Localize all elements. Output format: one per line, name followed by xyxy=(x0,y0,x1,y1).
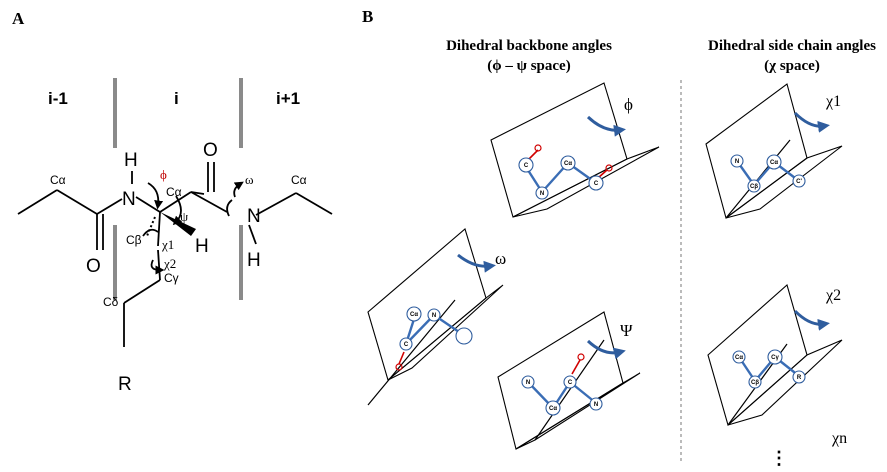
psi-label: Ψ xyxy=(620,321,633,340)
atom-r: R xyxy=(118,374,132,395)
atom-o-top: O xyxy=(203,140,218,161)
sidechain-heading-line1: Dihedral side chain angles xyxy=(708,38,876,54)
angle-phi: ϕ xyxy=(160,167,167,182)
backbone-heading-line1: Dihedral backbone angles xyxy=(446,38,612,54)
chi1-arc xyxy=(142,228,159,237)
atom-ca-center: Cα xyxy=(166,185,182,199)
svg-text:N: N xyxy=(540,191,544,197)
psi-arc xyxy=(172,195,183,226)
panel-b-label: B xyxy=(362,7,373,26)
psi-dihedral-plane: N Cα C N xyxy=(497,311,641,450)
atom-h-bottom: H xyxy=(247,250,261,271)
svg-text:Cβ: Cβ xyxy=(750,184,758,190)
wedge-bond xyxy=(160,212,196,236)
sidechain-heading-line2: (χ space) xyxy=(764,58,820,74)
angle-chi1: χ1 xyxy=(161,237,174,252)
angle-chi2: χ2 xyxy=(163,256,176,271)
svg-text:Cα: Cα xyxy=(564,161,572,167)
region-label-i: i xyxy=(174,89,179,108)
phi-dihedral-plane: C N Cα C xyxy=(490,82,660,218)
svg-text:C': C' xyxy=(796,179,802,185)
svg-text:C: C xyxy=(568,380,573,386)
ellipsis: ⋮ xyxy=(770,448,788,468)
omega-dihedral-plane: Cα C N xyxy=(367,228,504,406)
chi2-label: χ2 xyxy=(825,287,841,304)
svg-text:Cα: Cα xyxy=(770,160,778,166)
svg-text:Cα: Cα xyxy=(549,406,557,412)
chi1-dihedral-plane: N Cβ Cα C' xyxy=(705,83,843,219)
svg-text:N: N xyxy=(735,159,739,165)
svg-text:C: C xyxy=(594,181,599,187)
phi-arc xyxy=(147,182,164,210)
backbone-bonds xyxy=(17,162,333,347)
panel-b: B Dihedral backbone angles (ϕ – ψ space)… xyxy=(362,7,876,468)
svg-text:Cβ: Cβ xyxy=(751,380,759,386)
svg-text:Cα: Cα xyxy=(735,355,743,361)
svg-text:R: R xyxy=(797,375,802,381)
angle-psi: ψ xyxy=(180,209,188,224)
svg-text:C: C xyxy=(404,342,409,348)
chi2-dihedral-plane: Cα Cβ Cγ R xyxy=(707,284,843,426)
atom-h-top: H xyxy=(124,150,138,171)
svg-text:C: C xyxy=(524,163,529,169)
chi1-label-text: χ1 xyxy=(825,93,841,110)
omega-arc xyxy=(233,181,244,198)
angle-omega: ω xyxy=(245,172,254,187)
chi1-label: χ1 xyxy=(825,93,841,110)
hashed-bond xyxy=(146,216,156,237)
omega-label: ω xyxy=(495,249,506,268)
svg-text:N: N xyxy=(526,380,530,386)
svg-text:Cα: Cα xyxy=(410,312,418,318)
chin-label: χn xyxy=(831,430,847,447)
omega-paren xyxy=(226,199,233,217)
atom-cb: Cβ xyxy=(126,233,142,247)
atom-ca-left: Cα xyxy=(50,173,66,187)
chi2-label-text: χ2 xyxy=(825,287,841,304)
atom-cd: Cδ xyxy=(103,295,119,309)
atom-cg: Cγ xyxy=(164,271,179,285)
svg-text:N: N xyxy=(432,313,436,319)
atom-n-left: N xyxy=(122,189,136,210)
panel-a: A i-1 i i+1 xyxy=(12,9,333,395)
svg-text:Cγ: Cγ xyxy=(771,355,779,361)
region-label-i-minus-1: i-1 xyxy=(48,89,68,108)
phi-label: ϕ xyxy=(624,95,633,114)
panel-a-label: A xyxy=(12,9,25,28)
atom-h-center: H xyxy=(195,236,209,257)
region-label-i-plus-1: i+1 xyxy=(276,89,300,108)
atom-n-right: N xyxy=(247,206,261,227)
atom-ca-right: Cα xyxy=(291,173,307,187)
atom-o-left: O xyxy=(86,256,101,277)
backbone-heading-line2: (ϕ – ψ space) xyxy=(487,58,570,74)
chi2-arc xyxy=(150,259,165,275)
svg-text:N: N xyxy=(594,402,598,408)
